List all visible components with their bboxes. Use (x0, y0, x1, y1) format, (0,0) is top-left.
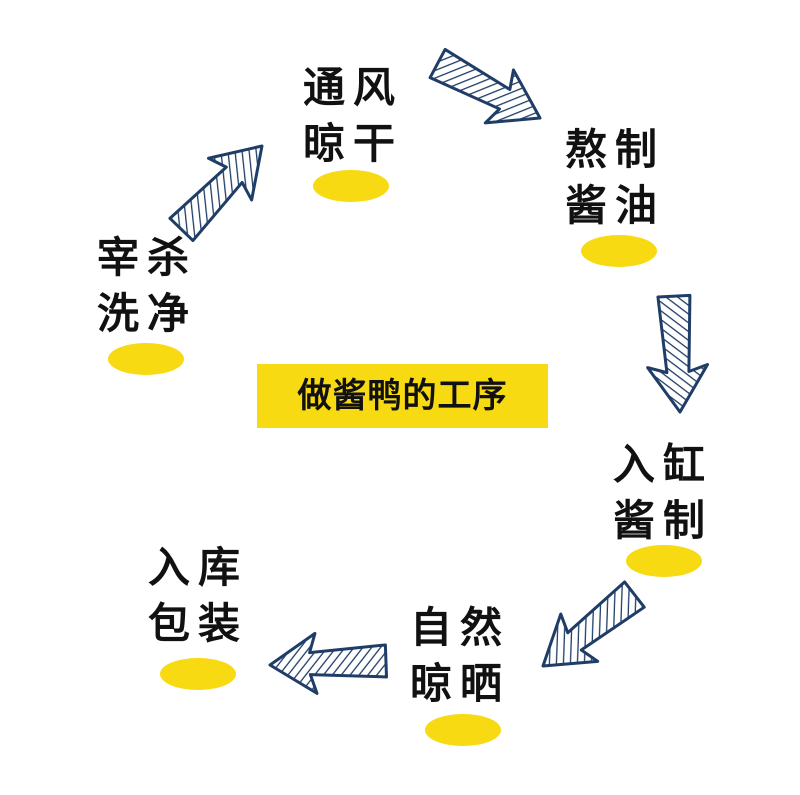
step2-line1: 通风 (302, 63, 403, 112)
step-natural-sun-dry: 自然 晾晒 (405, 600, 515, 712)
step4-line2: 酱制 (612, 496, 713, 545)
highlight-dot-step2 (313, 170, 389, 202)
step-ventilate-dry: 通风 晾干 (298, 60, 408, 172)
diagram-title: 做酱鸭的工序 (257, 364, 548, 428)
highlight-dot-step6 (160, 658, 236, 690)
arrow-icon-1 (158, 123, 286, 252)
highlight-dot-step3 (581, 235, 657, 267)
step3-line1: 熬制 (564, 125, 665, 174)
arrow-icon-3 (642, 293, 712, 416)
arrow-icon-2 (421, 35, 556, 146)
step2-line2: 晾干 (302, 119, 403, 168)
highlight-dot-step5 (425, 714, 501, 746)
highlight-dot-step4 (626, 545, 702, 577)
step6-line1: 入库 (147, 543, 248, 592)
step5-line1: 自然 (409, 603, 510, 652)
step-vat-marinate: 入缸 酱制 (608, 437, 718, 549)
step1-line2: 洗净 (96, 289, 197, 338)
arrow-icon-4 (523, 569, 655, 692)
step4-line1: 入缸 (612, 440, 713, 489)
step5-line2: 晾晒 (409, 659, 510, 708)
step1-line1: 宰杀 (96, 233, 197, 282)
highlight-dot-step1 (108, 343, 184, 375)
step-slaughter-wash: 宰杀 洗净 (92, 230, 202, 342)
step6-line2: 包装 (147, 599, 248, 648)
step3-line2: 酱油 (564, 181, 665, 230)
step-storage-pack: 入库 包装 (143, 540, 253, 652)
arrow-icon-5 (267, 629, 389, 697)
step-boil-soy-sauce: 熬制 酱油 (560, 122, 670, 234)
